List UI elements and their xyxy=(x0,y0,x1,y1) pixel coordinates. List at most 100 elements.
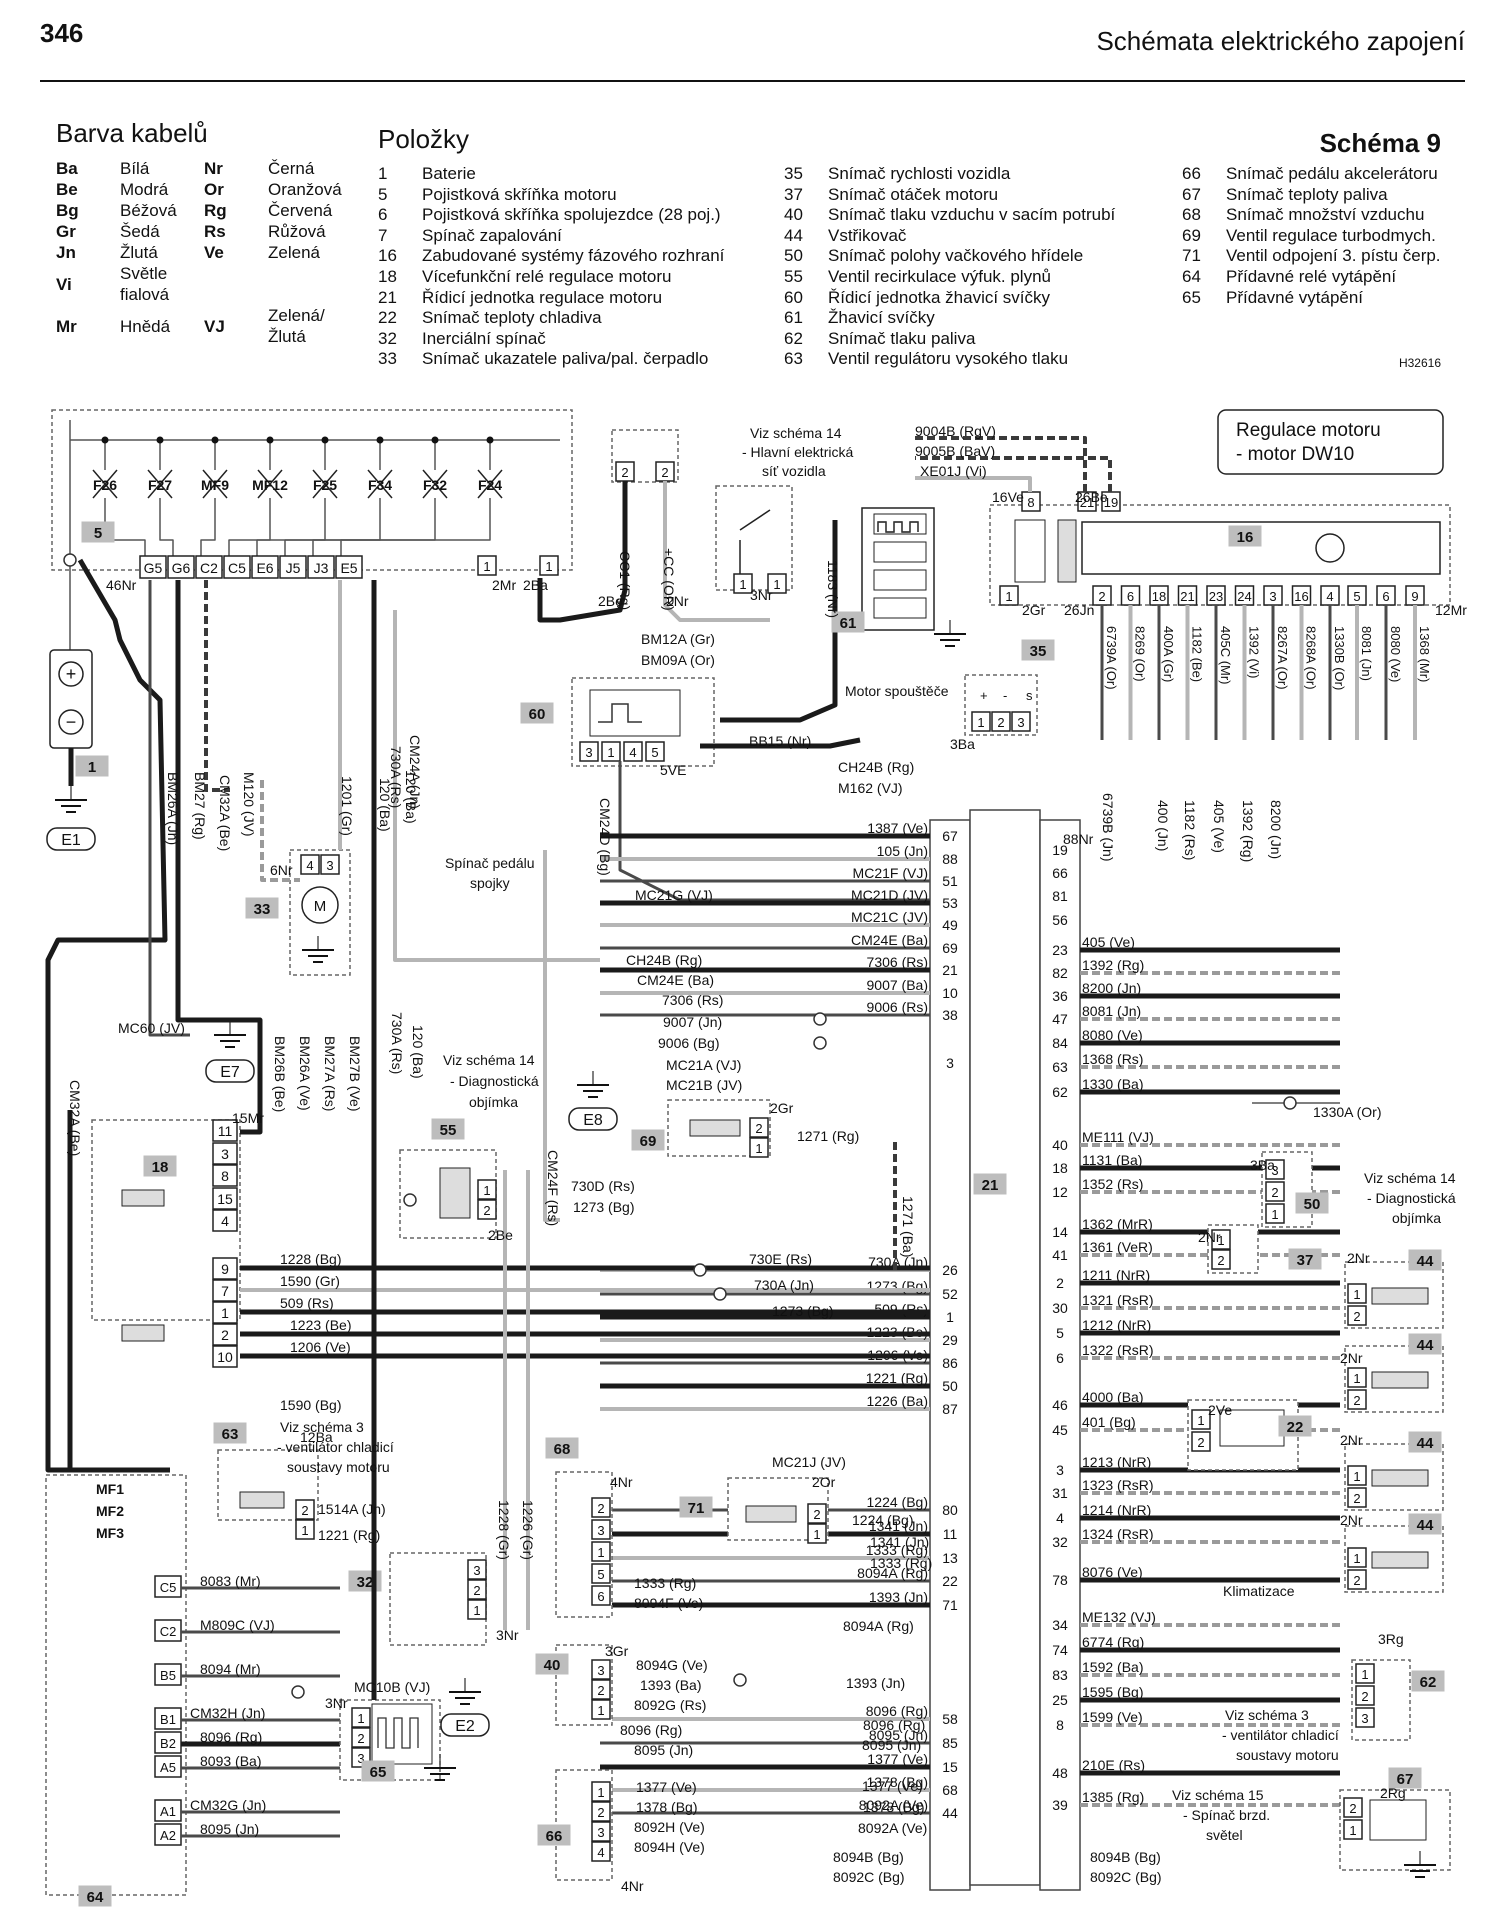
relay64-pin-label: A2 xyxy=(160,1828,176,1843)
diagram-label: 8096 (Rg) xyxy=(620,1722,682,1738)
fuse-lead xyxy=(340,498,491,556)
pin-number: 2 xyxy=(1217,1253,1224,1268)
valve-coil xyxy=(745,1505,797,1523)
diagram-label: 2Nr xyxy=(1198,1229,1221,1245)
pin-box xyxy=(1355,1663,1375,1684)
component-badge xyxy=(1408,1431,1442,1453)
fuse-symbol xyxy=(147,469,173,499)
color-legend-cell: Gr xyxy=(56,222,76,241)
pin-number: 1 xyxy=(1349,1823,1356,1838)
junction-node xyxy=(813,1036,827,1050)
relay18-pin-label: 11 xyxy=(218,1123,233,1139)
diagram-vertical-label: M120 (JV) xyxy=(241,772,257,837)
relay18-pin xyxy=(212,1323,238,1346)
item-description: Snímač tlaku vzduchu v sacím potrubí xyxy=(828,205,1116,225)
diagram-label: 8095 (Jn) xyxy=(862,1737,921,1753)
color-legend-cell: Vi xyxy=(56,274,72,294)
diagram-label: Viz schéma 3 xyxy=(1225,1707,1309,1723)
item-number: 55 xyxy=(784,266,803,286)
ecu-right-wire-label: 1321 (RsR) xyxy=(1082,1292,1154,1308)
ecu-right-wire-label: 1592 (Ba) xyxy=(1082,1659,1143,1675)
ecu-right-wire-label: 1322 (RsR) xyxy=(1082,1342,1154,1358)
ecu-right-wire-label: 6774 (Rg) xyxy=(1082,1634,1144,1650)
junction-node xyxy=(713,1287,727,1301)
ecu-right-wire-label: 1323 (RsR) xyxy=(1082,1477,1154,1493)
item-number: 37 xyxy=(784,184,803,204)
diagram-label: MC60 (JV) xyxy=(118,1020,185,1036)
pin-number: 3 xyxy=(597,1825,604,1840)
diagram-label: světel xyxy=(1206,1827,1243,1843)
terminal-sign: - xyxy=(1003,688,1007,703)
relay18-pin xyxy=(212,1209,238,1232)
pin-number: 2 xyxy=(473,1583,480,1598)
relay18-pin-label: 1 xyxy=(221,1305,229,1321)
pin-number: 2 xyxy=(997,715,1004,730)
color-legend-cell: Žlutá xyxy=(120,243,158,262)
fuse-lead xyxy=(159,498,174,556)
junction-dot xyxy=(376,436,384,444)
item-description: Snímač teploty chladiva xyxy=(422,308,602,328)
diagram-label: 46Nr xyxy=(106,577,137,593)
ecu-left-pin: 11 xyxy=(943,1526,958,1542)
pin-number: 4 xyxy=(306,858,313,873)
pin-box xyxy=(733,573,753,594)
component-number: 71 xyxy=(688,1500,705,1517)
component-number: 32 xyxy=(357,1574,374,1591)
ecu-right-wire-label: ME132 (VJ) xyxy=(1082,1609,1156,1625)
ecu-left-pin: 51 xyxy=(942,873,958,889)
relay18-pin-label: 4 xyxy=(221,1213,229,1229)
relay64-pin-label: C2 xyxy=(160,1624,177,1639)
ecu-left-pin: 68 xyxy=(942,1782,958,1798)
component-number: 44 xyxy=(1417,1435,1434,1452)
ecu-right-pin: 74 xyxy=(1052,1642,1068,1658)
color-legend-cell: Oranžová xyxy=(268,180,342,199)
fuse-label: MF2 xyxy=(96,1503,124,1519)
pin-number: 2 xyxy=(1098,589,1105,604)
fusebox-pin-label: G5 xyxy=(144,560,163,576)
pin-box xyxy=(1343,1819,1363,1840)
glow-plug-element xyxy=(873,513,927,535)
color-legend-cell: Červená xyxy=(268,201,333,220)
fuse-label: F24 xyxy=(478,477,502,493)
module16-wire-label: 1368 (Mr) xyxy=(1417,626,1432,682)
diagram-label: CH24B (Rg) xyxy=(838,759,914,775)
diagram-label: 2Ba xyxy=(523,577,548,593)
diagram-label: 3Ba xyxy=(1250,1157,1275,1173)
injector-coil xyxy=(1371,1371,1429,1389)
ecu-left-pin: 44 xyxy=(942,1805,958,1821)
item-description: Snímač polohy vačkového hřídele xyxy=(828,246,1084,266)
junction-dot xyxy=(156,436,164,444)
item-description: Snímač ukazatele paliva/pal. čerpadlo xyxy=(422,349,709,369)
pin-number: 3 xyxy=(1017,715,1024,730)
diagram-vertical-label: CM24F (Rs) xyxy=(545,1150,561,1226)
diagram-label: MC21B (JV) xyxy=(666,1077,742,1093)
module16-wire-label: 8267A (Or) xyxy=(1275,626,1290,690)
relay18-pin xyxy=(212,1142,238,1165)
pin-box xyxy=(591,1821,611,1842)
component-number: 61 xyxy=(840,615,857,632)
ecu-left-pin: 15 xyxy=(942,1759,958,1775)
pin-box xyxy=(807,1503,827,1524)
component-badge xyxy=(431,1118,465,1140)
ecu-right-pin: 32 xyxy=(1052,1534,1068,1550)
pin-box xyxy=(591,1801,611,1822)
pin-box xyxy=(1191,1409,1211,1430)
item-description: Spínač zapalování xyxy=(422,225,562,245)
ecu-left-wire-label: MC21C (JV) xyxy=(851,909,928,925)
ecu-right-wire-label: 1595 (Bg) xyxy=(1082,1684,1143,1700)
relay64-wire-label: CM32H (Jn) xyxy=(190,1705,265,1721)
pin-box xyxy=(767,573,787,594)
ecu-right-wire-label: 1131 (Ba) xyxy=(1082,1152,1142,1168)
junction-dot xyxy=(101,436,109,444)
ecu-right-pin: 82 xyxy=(1052,965,1068,981)
pin-box xyxy=(591,1699,611,1720)
cm24f-wire xyxy=(543,850,560,1222)
ecu-left-wire-label: 1387 (Ve) xyxy=(867,820,928,836)
item-number: 60 xyxy=(784,287,803,307)
